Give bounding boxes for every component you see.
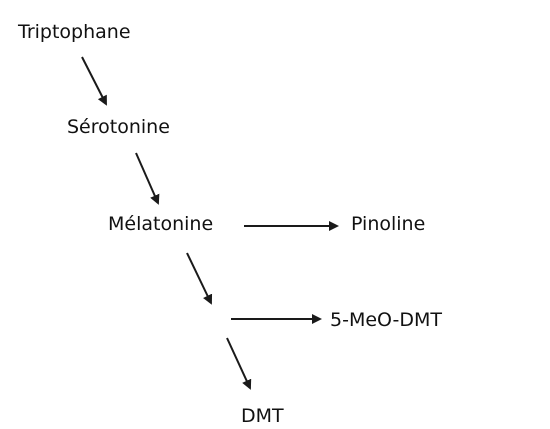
node-5-meo-dmt: 5-MeO-DMT: [330, 309, 442, 331]
arrow-melatonin-down: [186, 252, 213, 305]
node-tryptophan: Triptophane: [18, 21, 131, 43]
node-pinoline: Pinoline: [351, 213, 426, 235]
arrow-tryptophan-to-serotonin: [81, 56, 107, 106]
node-serotonin: Sérotonine: [67, 116, 170, 138]
node-melatonin: Mélatonine: [108, 213, 214, 235]
arrow-serotonin-to-melatonin: [135, 152, 160, 205]
arrow-to-dmt: [226, 337, 252, 390]
node-dmt: DMT: [241, 405, 284, 427]
